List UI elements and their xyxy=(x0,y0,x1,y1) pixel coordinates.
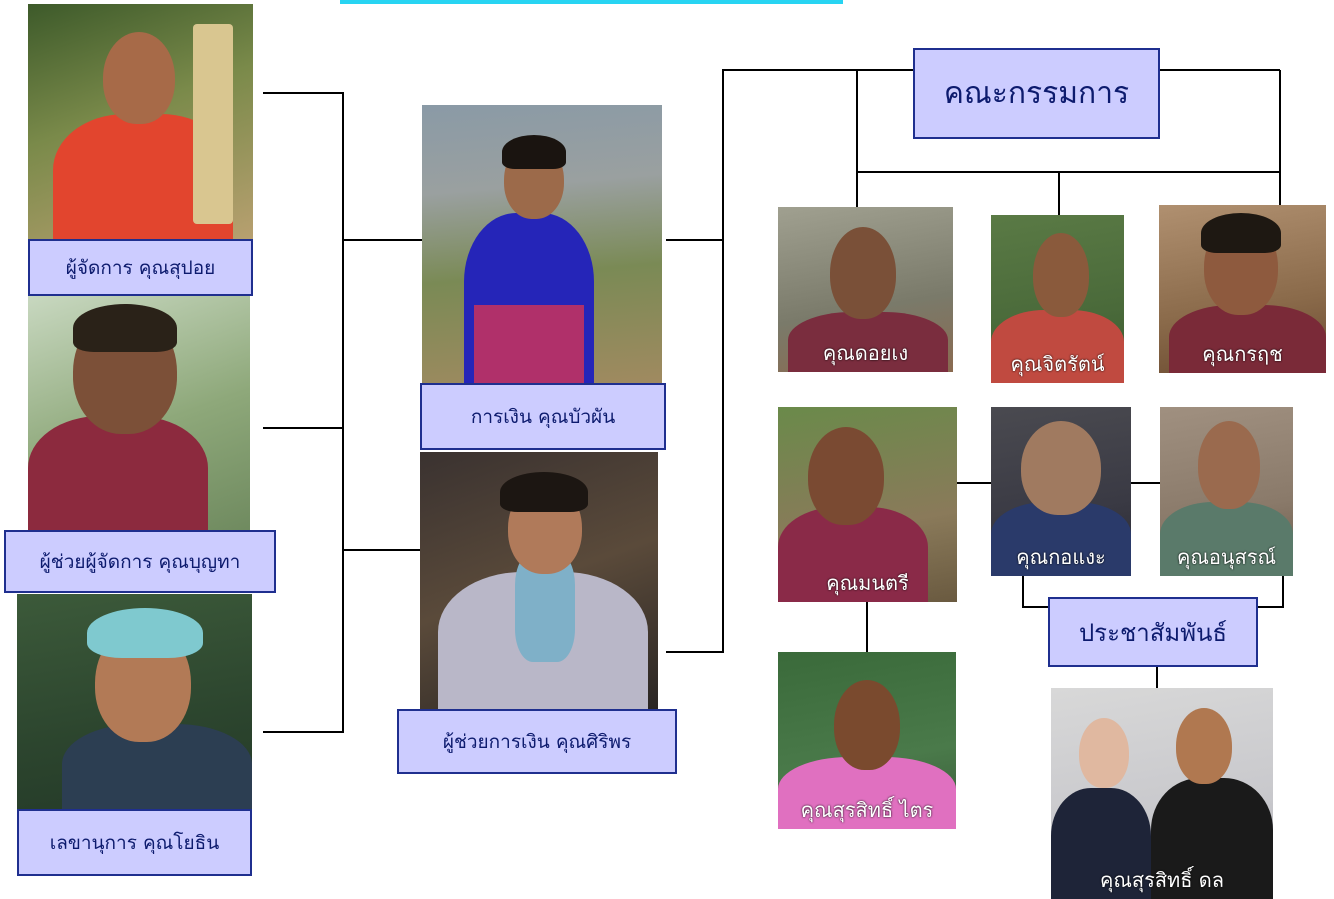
label-gonae: คุณกอแงะ xyxy=(1016,545,1106,569)
connector-finance-committee xyxy=(666,69,913,241)
committee-box: คณะกรรมการ xyxy=(913,48,1160,139)
public-relations-box: ประชาสัมพันธ์ xyxy=(1048,597,1258,667)
photo-finance xyxy=(422,105,662,383)
label-jitrat: คุณจิตรัตน์ xyxy=(1010,352,1105,376)
caption-finance: การเงิน คุณบัวผัน xyxy=(420,383,666,450)
photo-surasit-don: คุณสุรสิทธิ์ ดล xyxy=(1051,688,1273,899)
connector-assistant-finance xyxy=(666,240,724,653)
label-montri: คุณมนตรี xyxy=(826,571,909,595)
label-surasit-don: คุณสุรสิทธิ์ ดล xyxy=(1099,868,1225,892)
label-anusorn: คุณอนุสรณ์ xyxy=(1176,545,1277,569)
label-kroot: คุณกรฤช xyxy=(1202,342,1283,366)
caption-secretary: เลขานุการ คุณโยธิน xyxy=(17,809,252,876)
photo-assistant-finance xyxy=(420,452,658,709)
label-surasit-trai: คุณสุรสิทธิ์ ไตร xyxy=(800,798,934,822)
label-doi-ngae: คุณดอยเง xyxy=(822,341,909,365)
photo-gonae: คุณกอแงะ xyxy=(991,407,1131,576)
caption-assistant-manager: ผู้ช่วยผู้จัดการ คุณบุญทา xyxy=(4,530,276,593)
photo-manager xyxy=(28,4,253,240)
photo-doi-ngae: คุณดอยเง xyxy=(778,207,953,372)
connector-pr-right xyxy=(1258,576,1284,608)
photo-montri: คุณมนตรี xyxy=(778,407,957,602)
caption-manager: ผู้จัดการ คุณสุปอย xyxy=(28,239,253,296)
connector-manager xyxy=(263,92,344,733)
photo-jitrat: คุณจิตรัตน์ xyxy=(991,215,1124,383)
photo-assistant-manager xyxy=(28,296,250,532)
caption-assistant-finance: ผู้ช่วยการเงิน คุณศิริพร xyxy=(397,709,677,774)
header-accent-bar xyxy=(340,0,843,4)
photo-secretary xyxy=(17,594,252,809)
connector-pr-left xyxy=(1022,576,1048,608)
photo-anusorn: คุณอนุสรณ์ xyxy=(1160,407,1293,576)
photo-surasit-trai: คุณสุรสิทธิ์ ไตร xyxy=(778,652,956,829)
photo-kroot: คุณกรฤช xyxy=(1159,205,1326,373)
